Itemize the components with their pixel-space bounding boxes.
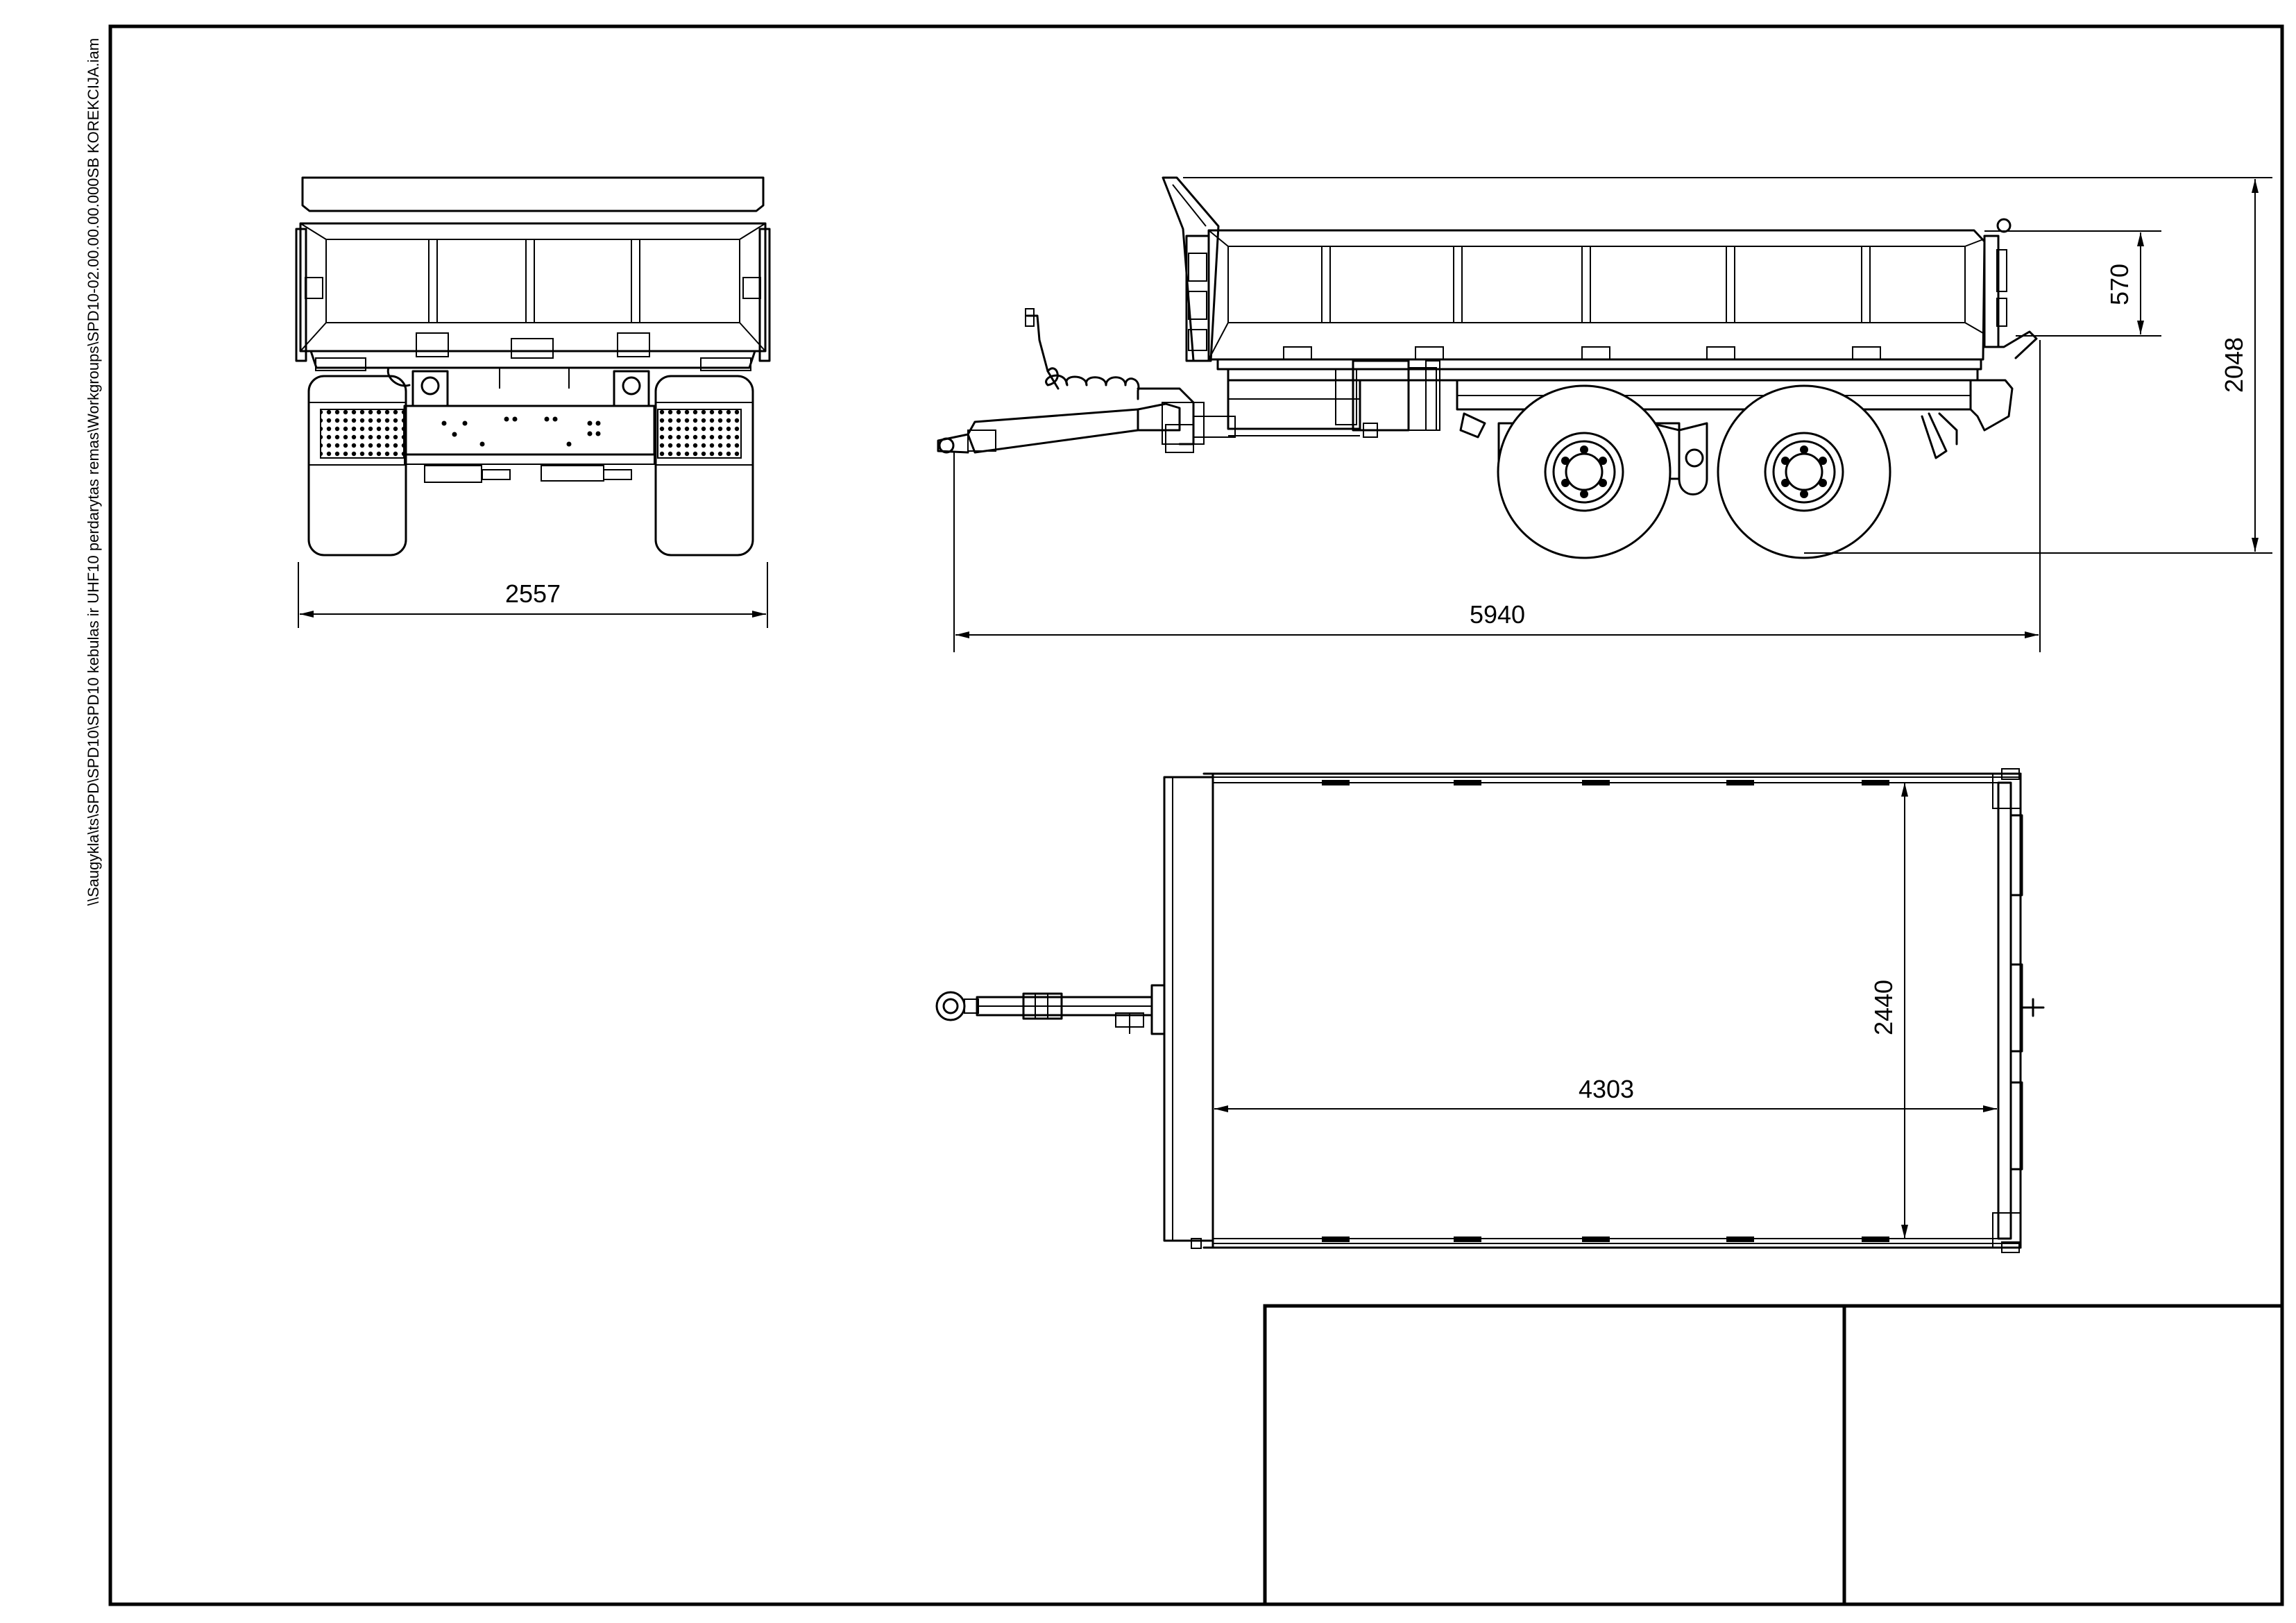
rear-view: [295, 176, 771, 556]
dimension-label-body-width: 2440: [1869, 980, 1898, 1035]
dimension-label-body-length: 4303: [1579, 1075, 1634, 1103]
dimension-body-length: 4303: [1214, 1075, 1997, 1112]
dimension-label-rear-width: 2557: [505, 579, 561, 608]
dimension-overall-height: 2048: [1183, 177, 2272, 554]
dimension-label-overall-length: 5940: [1470, 600, 1525, 629]
top-view: [935, 768, 2045, 1253]
side-body-ribs: [1321, 246, 1871, 323]
dimension-label-overall-height: 2048: [2220, 337, 2248, 393]
dimension-side-height: 570: [1984, 230, 2161, 337]
dimension-rear-width: 2557: [298, 562, 768, 628]
front-wheel: [1497, 384, 1672, 559]
file-path-label: \\Saugykla\ts\SPD\SPD10\SPD10 kebulas ir…: [85, 38, 102, 906]
rear-bolt-pattern: [441, 416, 601, 447]
dimension-overall-length: 5940: [953, 340, 2041, 652]
side-view: [937, 176, 2038, 559]
title-block: [1263, 1304, 2284, 1606]
drawing-frame: [108, 24, 2284, 1606]
dimension-body-width: 2440: [1869, 783, 1908, 1239]
rear-wheel: [1717, 384, 1891, 559]
dimension-label-side-height: 570: [2105, 264, 2134, 305]
